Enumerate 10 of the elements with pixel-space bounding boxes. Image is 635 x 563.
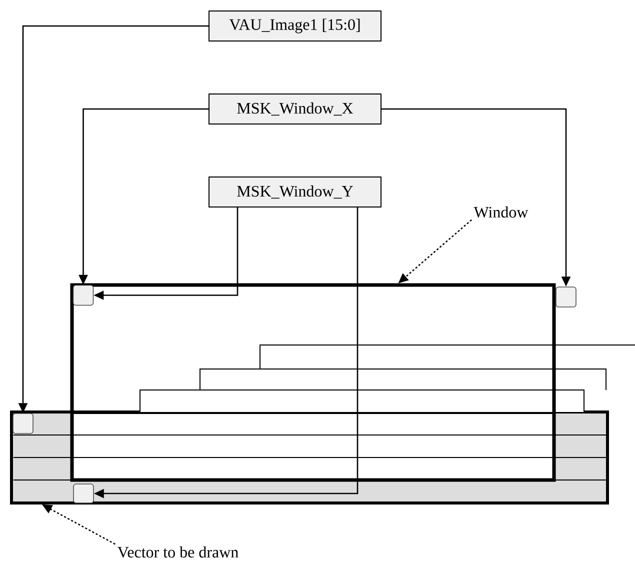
pixel-square xyxy=(556,286,576,308)
pixel-square xyxy=(12,413,34,434)
pixel-square xyxy=(73,484,94,504)
signal-box: MSK_Window_X xyxy=(208,94,382,124)
signal-box: MSK_Window_Y xyxy=(208,176,382,208)
pixel-square xyxy=(72,284,94,306)
callout-text: Vector to be drawn xyxy=(118,546,238,558)
signal-box: VAU_Image1 [15:0] xyxy=(208,10,382,42)
window-frame xyxy=(70,283,556,482)
callout-text: Window xyxy=(474,206,528,218)
